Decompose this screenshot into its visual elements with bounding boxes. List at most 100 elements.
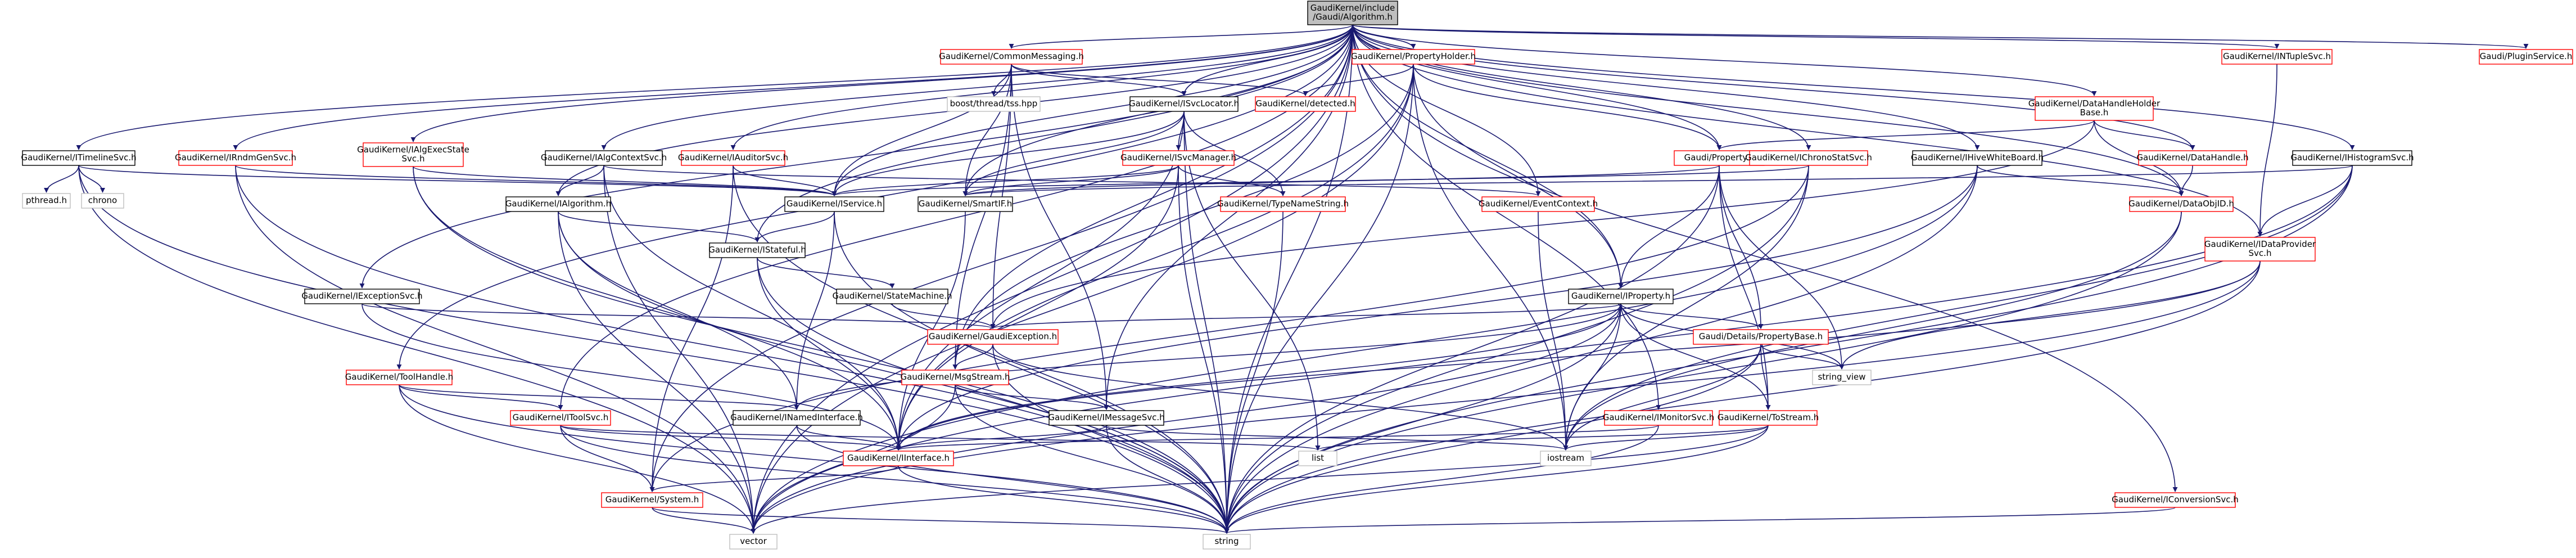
- edge-isvclocator-to-iinterface: [896, 111, 1185, 451]
- edge-iauditor-to-system: [649, 165, 734, 492]
- edge-propertybase-to-iostream: [1563, 344, 1761, 451]
- node-itimeline[interactable]: GaudiKernel/ITimelineSvc.h: [21, 150, 137, 166]
- node-label-dataobjid: GaudiKernel/DataObjID.h: [2128, 199, 2234, 209]
- node-eventctx[interactable]: GaudiKernel/EventContext.h: [1479, 196, 1598, 212]
- node-isvclocator[interactable]: GaudiKernel/ISvcLocator.h: [1129, 96, 1239, 112]
- edge-imessagesvc-to-iostream: [1106, 425, 1569, 451]
- node-commonmsg[interactable]: GaudiKernel/CommonMessaging.h: [939, 49, 1084, 65]
- edge-intuple-to-idataprovider: [2257, 64, 2277, 237]
- node-msgstream[interactable]: GaudiKernel/MsgStream.h: [900, 370, 1010, 385]
- node-box-propertybase: [1693, 329, 1829, 345]
- node-statemachine[interactable]: GaudiKernel/StateMachine.h: [833, 289, 952, 304]
- edge-root-to-vector: [751, 24, 1353, 534]
- node-detected[interactable]: GaudiKernel/detected.h: [1255, 96, 1356, 112]
- edge-propholder-to-vector: [751, 64, 1414, 534]
- edge-commonmsg-to-iservice: [831, 64, 1012, 196]
- edge-itimeline-to-pthread: [44, 165, 79, 193]
- node-label-typename: GaudiKernel/TypeNameString.h: [1217, 199, 1349, 209]
- edge-isvclocator-to-smartif: [962, 111, 1185, 196]
- edge-commonmsg-to-imessagesvc: [1011, 64, 1109, 410]
- edge-datahandle-to-dataobjid: [2179, 165, 2193, 196]
- node-isvcmanager[interactable]: GaudiKernel/ISvcManager.h: [1120, 150, 1236, 166]
- node-smartif[interactable]: GaudiKernel/SmartIF.h: [918, 196, 1013, 212]
- node-box-msgstream: [901, 370, 1009, 385]
- edge-ialgexec-to-iservice: [413, 166, 837, 196]
- edge-gaudiexception-to-msgstream: [952, 344, 993, 370]
- node-box-toolhandle: [346, 370, 453, 385]
- node-toolhandle[interactable]: GaudiKernel/ToolHandle.h: [345, 370, 454, 385]
- node-label-imessagesvc: GaudiKernel/IMessageSvc.h: [1048, 412, 1164, 422]
- node-imonitor[interactable]: GaudiKernel/IMonitorSvc.h: [1603, 410, 1715, 426]
- node-box-ichrono: [1749, 150, 1868, 166]
- node-box-ihivewb: [1912, 150, 2042, 166]
- node-ihivewb[interactable]: GaudiKernel/IHiveWhiteBoard.h: [1911, 150, 2044, 166]
- edge-propholder-to-msgstream: [952, 64, 1414, 370]
- node-pluginservice[interactable]: Gaudi/PluginService.h: [2479, 49, 2573, 65]
- node-iservice[interactable]: GaudiKernel/IService.h: [784, 196, 884, 212]
- edge-itimeline-to-iservice: [78, 165, 837, 196]
- node-ialgctx[interactable]: GaudiKernel/IAlgContextSvc.h: [541, 150, 667, 166]
- node-istateful[interactable]: GaudiKernel/IStateful.h: [708, 242, 806, 258]
- node-label-ialgexec: GaudiKernel/IAlgExecState: [357, 145, 469, 155]
- node-datahandle[interactable]: GaudiKernel/DataHandle.h: [2136, 150, 2249, 166]
- node-box-pluginservice: [2479, 49, 2573, 65]
- node-itoolsvc[interactable]: GaudiKernel/IToolSvc.h: [510, 410, 611, 426]
- edge-property-to-string: [1224, 165, 1720, 534]
- edge-root-to-imessagesvc: [1104, 24, 1353, 410]
- node-irndm[interactable]: GaudiKernel/IRndmGenSvc.h: [175, 150, 296, 166]
- node-ialgorithm[interactable]: GaudiKernel/IAlgorithm.h: [505, 196, 611, 212]
- node-box-iinterface: [843, 451, 954, 466]
- edge-propholder-to-detected: [1303, 64, 1414, 96]
- node-inamedinterface[interactable]: GaudiKernel/INamedInterface.h: [730, 410, 863, 426]
- node-box-stringview: [1812, 370, 1872, 385]
- node-typename[interactable]: GaudiKernel/TypeNameString.h: [1217, 196, 1349, 212]
- edge-iservice-to-istateful: [754, 211, 835, 242]
- edge-datahandleholder-to-dataobjid: [2094, 120, 2184, 196]
- node-kproperty[interactable]: GaudiKernel/IProperty.h: [1568, 289, 1674, 304]
- node-iexception[interactable]: GaudiKernel/IExceptionSvc.h: [301, 289, 423, 304]
- node-propertybase[interactable]: Gaudi/Details/PropertyBase.h: [1693, 329, 1829, 345]
- node-dataobjid[interactable]: GaudiKernel/DataObjID.h: [2128, 196, 2234, 212]
- edge-datahandleholder-to-datahandle: [2094, 120, 2195, 150]
- edge-root-to-idataprovider: [1352, 24, 2263, 237]
- node-imessagesvc[interactable]: GaudiKernel/IMessageSvc.h: [1048, 410, 1165, 426]
- node-tostream[interactable]: GaudiKernel/ToStream.h: [1718, 410, 1819, 426]
- node-box-iconversion: [2114, 492, 2236, 508]
- edge-gaudiexception-to-iostream: [992, 344, 1569, 451]
- node-box-tostream: [1719, 410, 1818, 426]
- edge-typename-to-string: [1224, 211, 1284, 534]
- node-box-chrono: [81, 193, 124, 209]
- node-root[interactable]: GaudiKernel/include/Gaudi/Algorithm.h: [1307, 1, 1398, 25]
- node-iauditor[interactable]: GaudiKernel/IAuditorSvc.h: [678, 150, 788, 166]
- node-intuple[interactable]: GaudiKernel/INTupleSvc.h: [2221, 49, 2333, 65]
- edge-system-to-vector: [652, 507, 756, 534]
- edge-kproperty-to-tostream: [1620, 303, 1771, 410]
- node-box-iservice: [784, 196, 884, 212]
- edge-isvcmanager-to-string: [1178, 165, 1230, 534]
- node-iconversion[interactable]: GaudiKernel/IConversionSvc.h: [2112, 492, 2239, 508]
- edge-ialgctx-to-ialgorithm: [555, 165, 604, 196]
- node-label-datahandle: GaudiKernel/DataHandle.h: [2136, 152, 2248, 163]
- edge-iinterface-to-system: [649, 465, 899, 492]
- node-box-datahandleholder: [2035, 96, 2154, 121]
- node-system[interactable]: GaudiKernel/System.h: [601, 492, 703, 508]
- edge-ichrono-to-string: [1224, 165, 1809, 534]
- node-box-commonmsg: [940, 49, 1083, 65]
- edge-idataprovider-to-string: [1224, 260, 2261, 534]
- node-ihistogram[interactable]: GaudiKernel/IHistogramSvc.h: [2290, 150, 2414, 166]
- edge-inamedinterface-to-iinterface: [796, 425, 901, 451]
- node-pthread: pthread.h: [22, 193, 71, 209]
- node-box-inamedinterface: [733, 410, 861, 426]
- node-iinterface[interactable]: GaudiKernel/IInterface.h: [843, 451, 954, 466]
- node-propholder[interactable]: GaudiKernel/PropertyHolder.h: [1351, 49, 1476, 65]
- node-label-vector: vector: [740, 536, 767, 546]
- edge-property-to-tostream: [1719, 165, 1771, 410]
- node-gaudiexception[interactable]: GaudiKernel/GaudiException.h: [927, 329, 1059, 345]
- node-ichrono[interactable]: GaudiKernel/IChronoStatSvc.h: [1745, 150, 1872, 166]
- edge-root-to-iservice: [831, 24, 1353, 196]
- node-box-dataobjid: [2129, 196, 2234, 212]
- edge-statemachine-to-gaudiexception: [892, 303, 996, 329]
